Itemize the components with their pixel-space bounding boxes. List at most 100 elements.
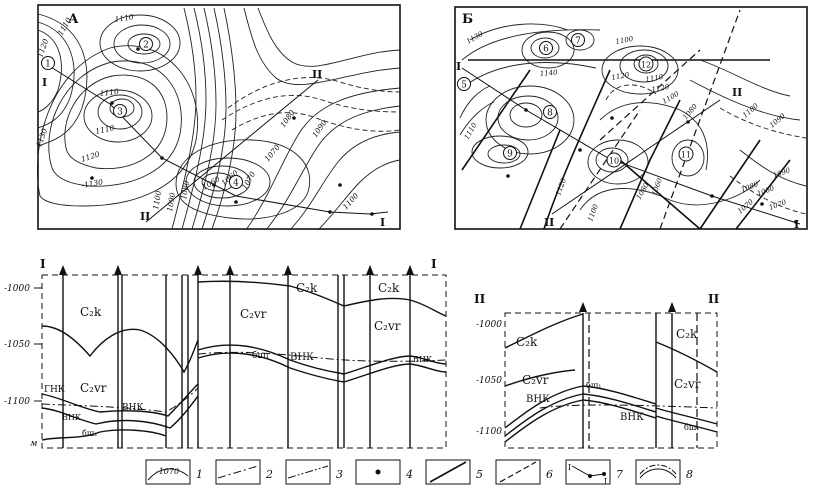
map-b-dashed-faults <box>559 9 741 230</box>
legend-number: 4 <box>405 468 413 481</box>
contour-label: 1100 <box>151 190 163 211</box>
contour-label: 1120 <box>611 71 630 82</box>
map-a-section-lines <box>45 63 389 223</box>
contour-label: 1090 <box>165 192 177 213</box>
map-b-dashed-contours <box>605 84 807 215</box>
section-2-labels: C₂k C₂k C₂vr C₂vr ВНК ВНК бш₁ бш₁ <box>516 327 701 432</box>
contact-label: ВНК <box>290 352 314 363</box>
section-2-y-axis: -1000 -1050 -1100 <box>476 320 502 437</box>
map-a-dots <box>90 47 374 216</box>
well-marker: 12 <box>638 56 654 72</box>
section-2-end-right: II <box>708 292 720 306</box>
formation-label: C₂k <box>80 305 102 319</box>
map-b-section-marks: I I II II <box>456 60 799 231</box>
section-1-well-arrows <box>59 265 414 275</box>
section-2-well-arrows <box>579 302 676 312</box>
legend-item-1: -1070 1 <box>145 459 203 485</box>
contour-label: 1110 <box>463 121 479 141</box>
section-1-labels: C₂k C₂k C₂k C₂vr C₂vr C₂vr ГНК ВНК ВНК В… <box>44 281 433 438</box>
contour-label: 1060 <box>201 174 222 191</box>
section-2-dashed-wells <box>588 313 698 448</box>
contour-label: 1130 <box>465 30 485 46</box>
legend-item-4: 4 <box>355 459 413 485</box>
y-tick-label: -1000 <box>476 320 502 330</box>
legend-number: 8 <box>686 468 693 481</box>
legend-item-2: 2 <box>215 459 273 485</box>
legend-mini-mark: I <box>604 477 607 486</box>
contour-label: 1110 <box>645 73 664 84</box>
contour-label: 1060 <box>756 184 776 198</box>
contour-label: 1120 <box>651 83 670 94</box>
map-b-wells: 5 6 7 8 9 10 11 12 <box>457 33 798 224</box>
well-number: 12 <box>641 61 651 70</box>
contour-label: 1070 <box>736 198 755 216</box>
y-tick-label: -1000 <box>4 284 30 294</box>
contour-label: 1100 <box>341 191 361 211</box>
well-marker: 1 <box>41 56 55 70</box>
contour-label: 1100 <box>586 203 600 223</box>
contact-label: ВНК <box>526 394 550 405</box>
legend-number: 7 <box>616 468 623 481</box>
well-marker: 7 <box>571 33 585 47</box>
map-a-wells: 1 2 3 4 <box>41 37 374 216</box>
section-end-label: II <box>544 216 554 229</box>
section-1-y-axis: -1000 -1050 -1100 м <box>4 284 42 449</box>
contour-label: -1130 <box>33 127 49 151</box>
map-b: Б <box>454 6 808 231</box>
well-marker: 5 <box>457 77 471 91</box>
well-number: 7 <box>575 37 581 47</box>
map-a-contours <box>37 7 401 231</box>
section-end-label: I <box>380 216 385 229</box>
well-number: 9 <box>507 150 513 160</box>
contour-label: 1080 <box>179 180 191 201</box>
contour-label: 1070 <box>768 198 788 212</box>
layer-label: бш₁ <box>252 350 269 361</box>
contour-label: 1110 <box>114 12 134 24</box>
legend-number: 1 <box>196 468 203 481</box>
section-1-oil-water-contact <box>41 351 447 413</box>
section-end-label: I <box>456 60 461 73</box>
formation-label: C₂k <box>516 335 538 349</box>
contour-label: -1130 <box>81 177 104 190</box>
map-a-section-marks: I I II II <box>42 68 385 229</box>
y-unit-label: м <box>30 439 37 449</box>
map-a: А <box>33 4 401 231</box>
legend-number: 5 <box>476 468 483 481</box>
y-tick-label: -1050 <box>4 340 30 350</box>
formation-label: C₂k <box>676 327 698 341</box>
contour-label: 1120 <box>554 177 568 197</box>
well-marker: 3 <box>113 104 127 118</box>
y-tick-label: -1050 <box>476 376 502 386</box>
section-2-oil-water-contact <box>539 404 718 409</box>
map-a-letter: А <box>68 12 79 27</box>
legend-item-8: 8 <box>635 459 693 485</box>
legend-sample-label: -1070 <box>156 467 179 476</box>
well-marker: 11 <box>678 146 694 162</box>
section-end-label: II <box>732 86 742 99</box>
map-b-contour-labels: 1130 1140 1100 1120 1110 1120 1100 1080 … <box>463 30 792 223</box>
formation-label: C₂k <box>296 281 318 295</box>
well-number: 11 <box>681 151 691 160</box>
contact-label: ВНК <box>620 412 644 423</box>
well-number: 10 <box>609 157 619 166</box>
well-number: 3 <box>117 108 123 118</box>
contact-label: ВНК <box>122 403 143 413</box>
legend-number: 6 <box>546 468 553 481</box>
section-2-frame <box>504 312 718 449</box>
well-number: 6 <box>543 45 549 55</box>
legend-mini-mark: I <box>568 463 571 472</box>
layer-label: бш₁ <box>586 381 601 390</box>
formation-label: C₂vr <box>374 319 401 333</box>
well-number: 5 <box>461 81 467 91</box>
formation-label: C₂k <box>378 281 400 295</box>
section-1-frame <box>41 274 447 449</box>
section-2-horizons <box>504 313 718 443</box>
map-a-section-line-1 <box>45 63 389 215</box>
map-a-frame <box>37 4 401 230</box>
legend-number: 2 <box>265 468 273 481</box>
contour-label: 1120 <box>80 149 101 164</box>
contour-label: 1110 <box>95 123 116 136</box>
well-marker: 9 <box>503 146 517 160</box>
legend-item-7: I I 7 <box>565 459 623 486</box>
contour-label: 1060 <box>650 177 664 197</box>
